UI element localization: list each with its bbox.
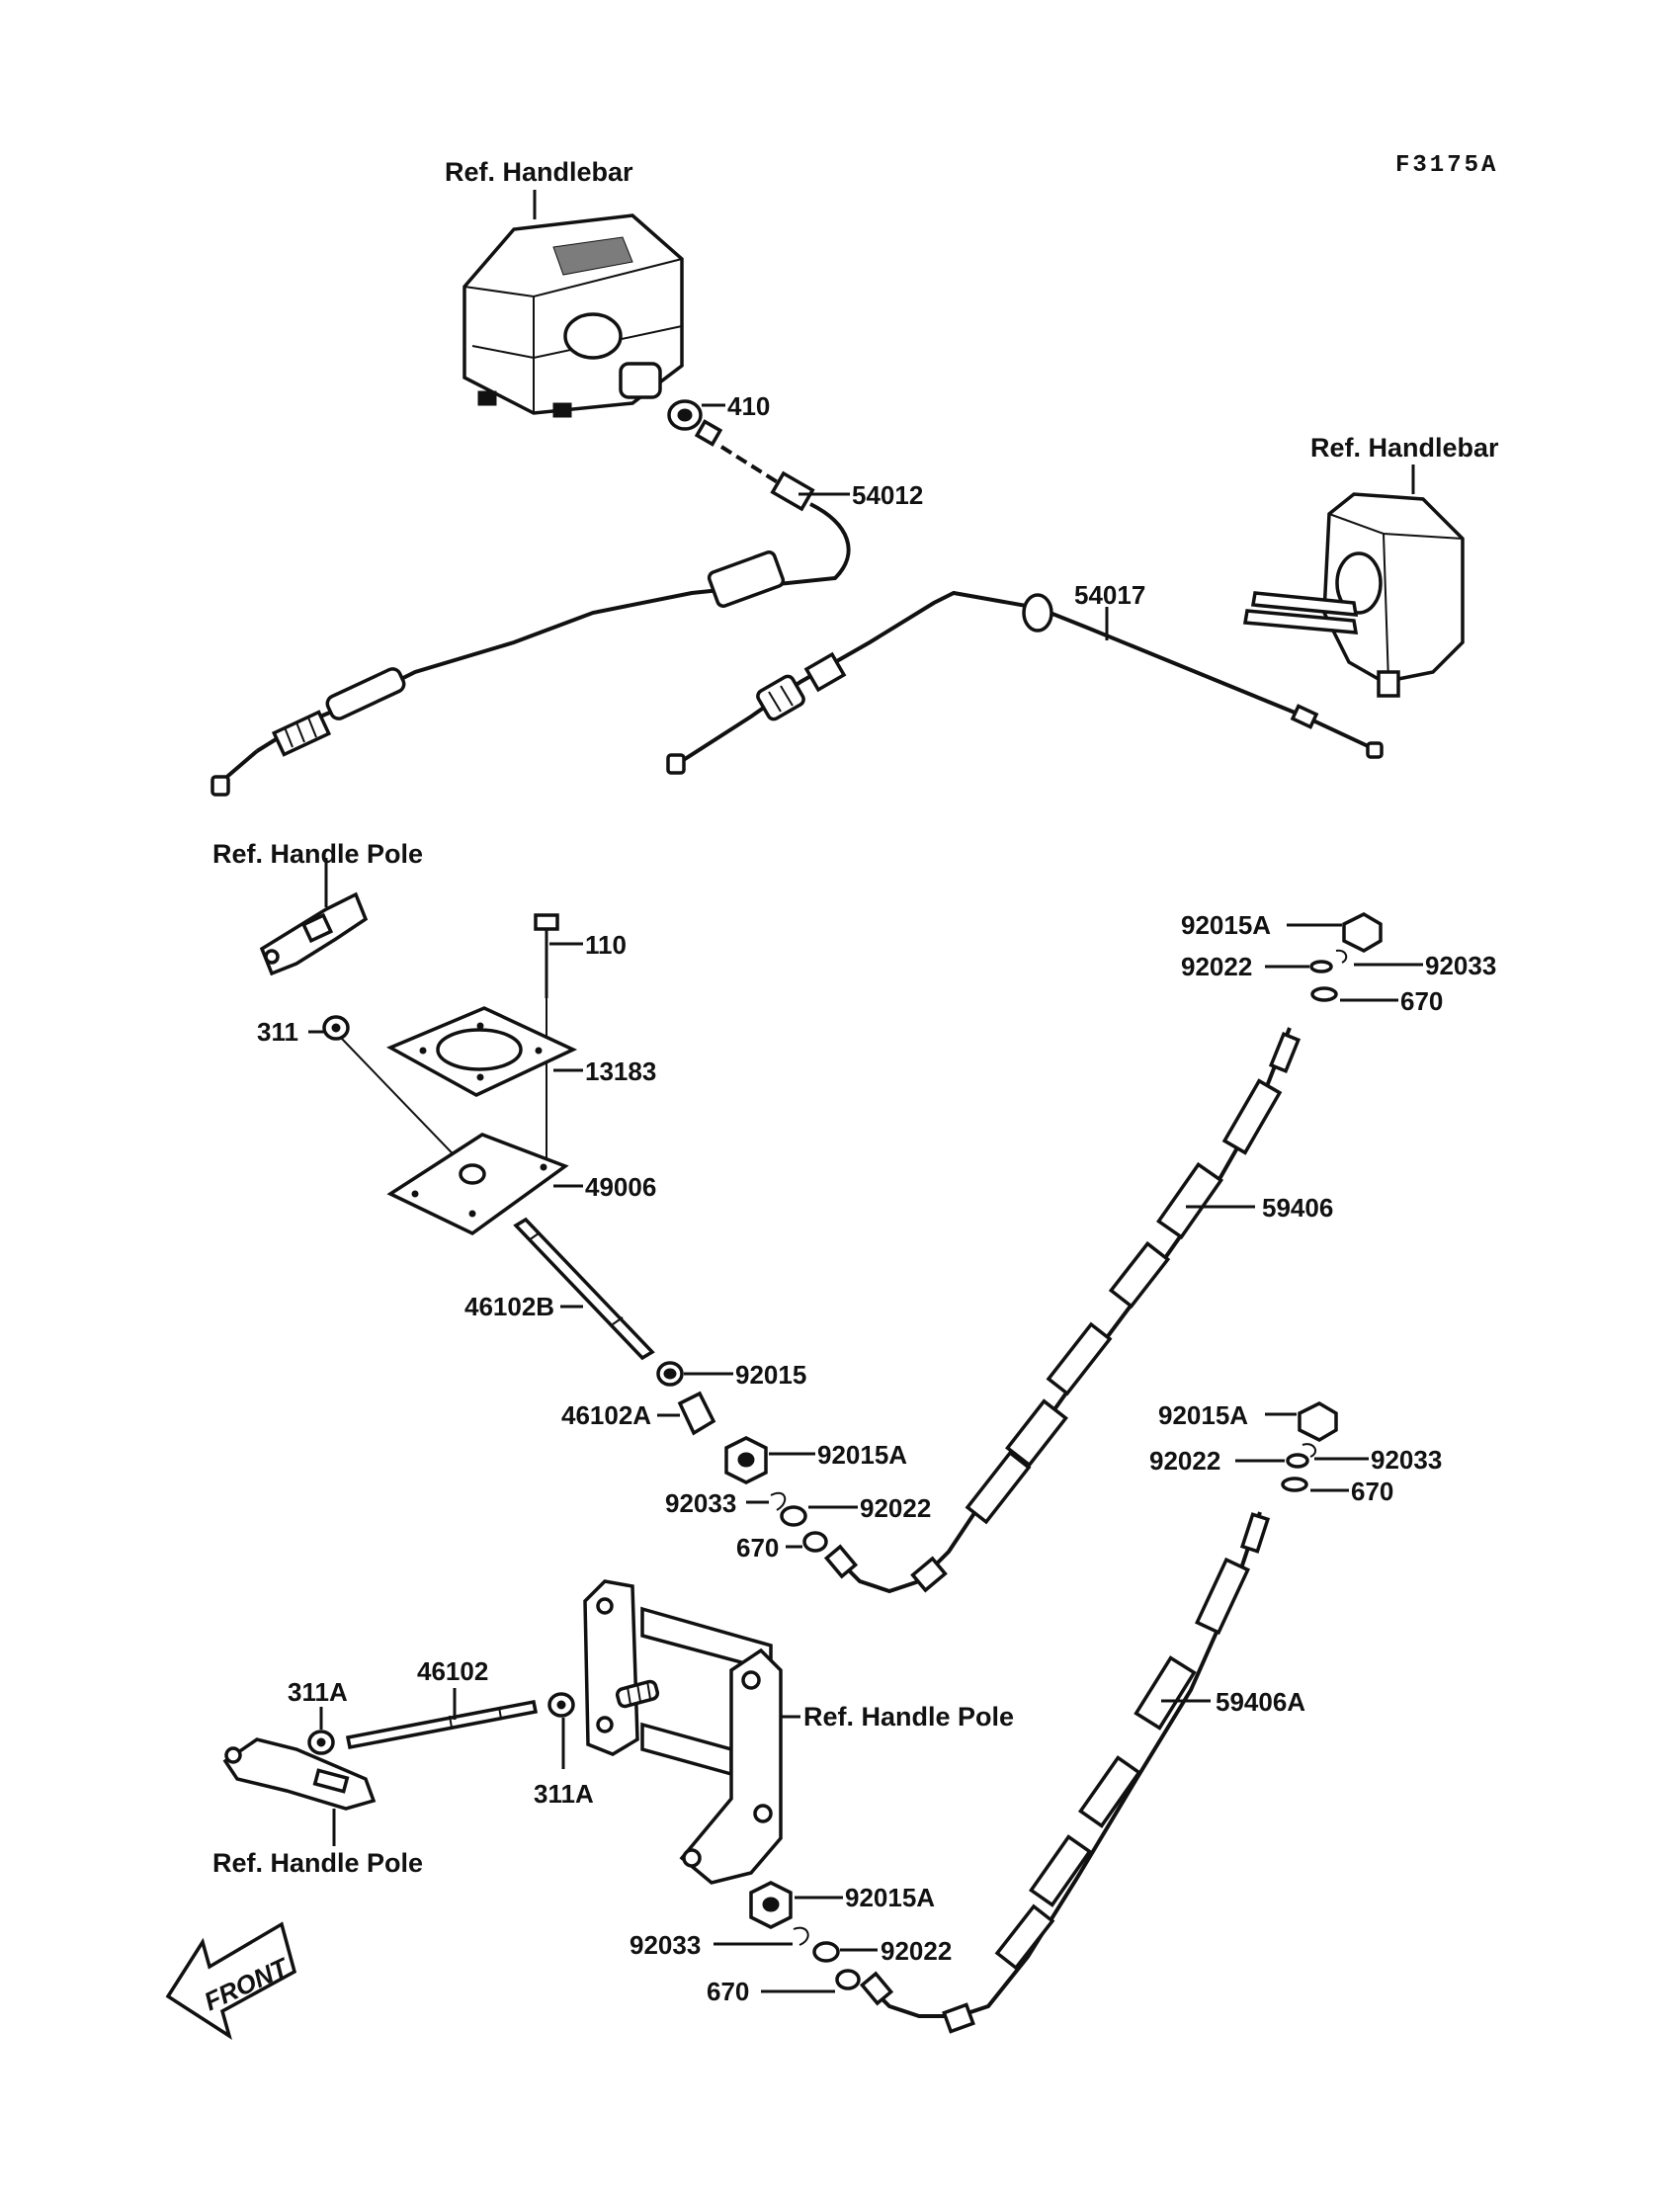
label-670-tr: 670 [1400,986,1443,1016]
label-49006: 49006 [585,1172,656,1202]
part-410-nut [667,399,703,431]
handlebar-switch-housing [462,213,684,418]
label-46102B: 46102B [464,1292,554,1321]
part-13183-gasket [385,1006,578,1097]
label-311: 311 [257,1017,298,1047]
handlebar-throttle-lever [1242,492,1465,698]
label-46102: 46102 [417,1656,488,1686]
part-670-ring-tr [1310,986,1338,1002]
part-92015A-nut-tr [1342,912,1383,953]
ref-handle-pole-top: Ref. Handle Pole [212,839,423,869]
part-670-ring-bot [835,1969,861,1990]
part-92022-washer-tr [1309,960,1333,973]
label-13183: 13183 [585,1056,656,1086]
label-59406A: 59406A [1216,1687,1305,1717]
part-46102A-joint [677,1391,716,1436]
label-92022-bot: 92022 [881,1936,952,1966]
label-92022-tr: 92022 [1181,952,1252,981]
label-92015A-mid: 92015A [817,1440,907,1470]
part-670-ring-r2 [1281,1477,1308,1492]
part-92033-clip-tr [1335,949,1348,964]
part-92033-clip-r2 [1302,1443,1317,1458]
part-110-bolt [534,913,559,998]
label-46102A: 46102A [561,1400,651,1430]
label-311A-mid: 311A [534,1779,594,1809]
cable-59406 [823,1027,1302,1594]
ref-handlebar-left: Ref. Handlebar [445,157,633,187]
label-92033-mid: 92033 [665,1488,736,1518]
part-92015-nut [656,1361,684,1387]
part-92015A-nut-bot [749,1881,793,1929]
label-92033-bot: 92033 [630,1930,701,1960]
label-92022-mid: 92022 [860,1493,931,1523]
handle-pole-lever-bottom [222,1737,377,1811]
label-92033-tr: 92033 [1425,951,1496,980]
part-49006-plate [386,1133,569,1236]
part-92015A-nut-mid [724,1436,768,1484]
ref-handle-pole-bottom: Ref. Handle Pole [212,1848,423,1878]
label-92015A-r2: 92015A [1158,1400,1248,1430]
handle-pole-bracket-top [259,891,369,976]
part-311A-nut-mid [547,1692,575,1718]
label-92033-r2: 92033 [1371,1445,1442,1475]
label-92022-r2: 92022 [1149,1446,1220,1476]
ref-handle-pole-mid: Ref. Handle Pole [803,1702,1014,1732]
cable-59406A [859,1511,1271,2034]
label-110: 110 [585,930,627,960]
part-92015A-nut-r2 [1298,1401,1338,1442]
cable-54012 [210,419,851,797]
part-92033-clip-mid [770,1491,787,1511]
label-54017: 54017 [1074,580,1145,610]
part-92022-washer-mid [780,1505,807,1527]
label-670-bot: 670 [707,1977,749,2006]
part-311A-nut-left [307,1730,335,1755]
label-92015: 92015 [735,1360,806,1390]
part-46102B-rod [513,1217,655,1361]
label-59406: 59406 [1262,1193,1333,1223]
label-670-r2: 670 [1351,1477,1393,1506]
label-92015A-tr: 92015A [1181,910,1271,940]
label-670-mid: 670 [736,1533,779,1563]
label-410: 410 [727,391,770,421]
label-54012: 54012 [852,480,923,510]
part-92022-washer-r2 [1286,1453,1309,1469]
part-92022-washer-bot [812,1941,840,1963]
diagram-code: F3175A [1395,152,1498,179]
part-46102-rod [345,1699,539,1750]
part-92033-clip-bot [793,1926,809,1946]
part-670-ring-mid [802,1531,828,1553]
ref-handlebar-right: Ref. Handlebar [1310,433,1499,463]
label-92015A-bot: 92015A [845,1883,935,1912]
label-311A-left: 311A [288,1677,348,1707]
handle-pole-frame-mid [583,1579,783,1885]
part-311-nut [322,1015,350,1041]
front-direction-arrow: FRONT [165,1921,297,2040]
cable-54017 [666,590,1384,775]
